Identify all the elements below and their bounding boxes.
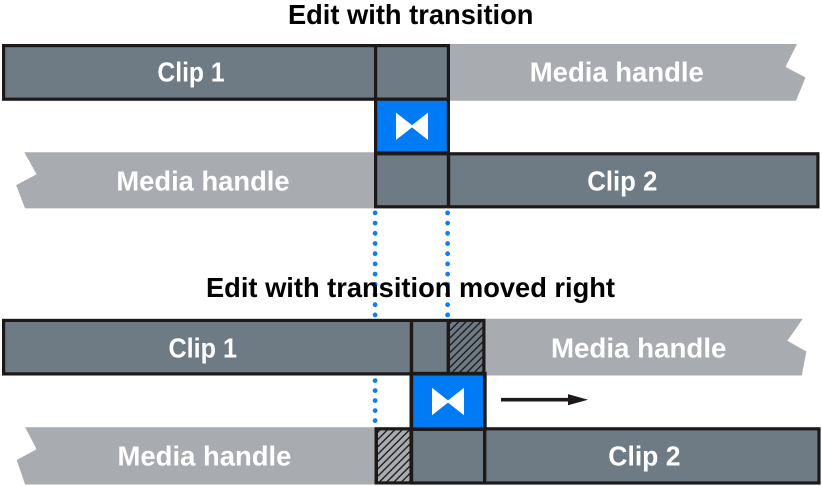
svg-text:Media handle: Media handle [530,55,704,87]
svg-text:Media handle: Media handle [118,439,292,471]
svg-text:Edit with transition: Edit with transition [288,0,534,30]
svg-text:Clip 2: Clip 2 [587,165,657,197]
svg-text:Clip 2: Clip 2 [608,439,680,471]
svg-text:Media handle: Media handle [551,331,727,363]
svg-text:Clip 1: Clip 1 [157,55,224,87]
svg-text:Edit with transition moved rig: Edit with transition moved right [206,271,616,303]
svg-text:Media handle: Media handle [116,165,289,197]
svg-text:Clip 1: Clip 1 [168,331,237,363]
